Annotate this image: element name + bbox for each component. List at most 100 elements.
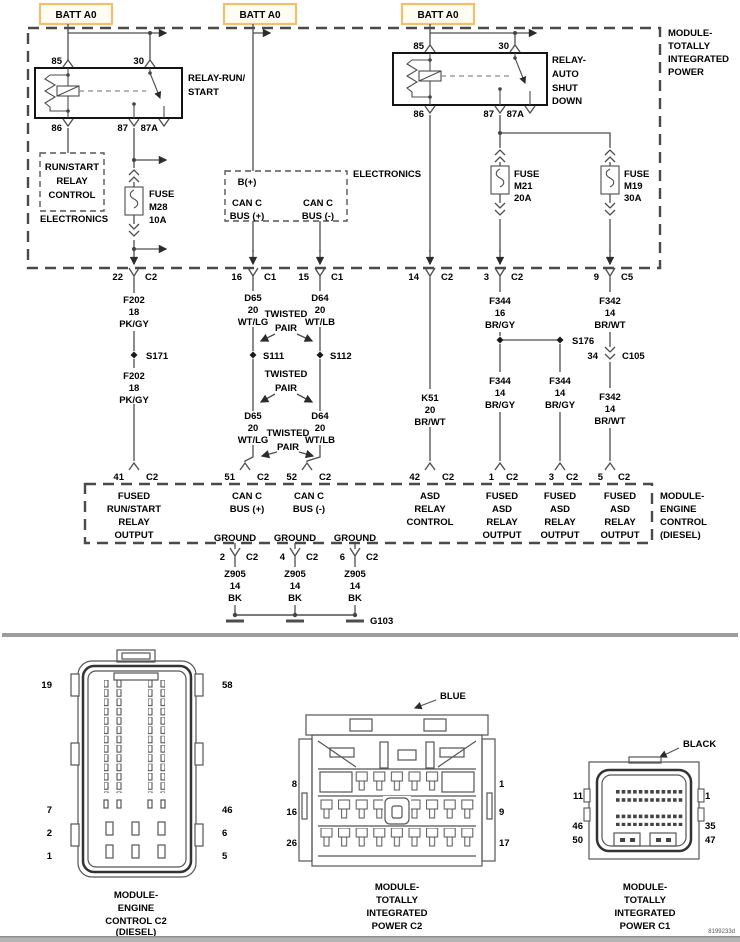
tipm-section	[26, 2, 662, 283]
fuse-m28-label: M28	[149, 202, 167, 213]
wire-label: BR/WT	[414, 417, 445, 428]
relay-pin-label: 87A	[507, 109, 525, 120]
connector-color-label: BLUE	[440, 691, 466, 702]
conn-pin-number: 11	[573, 791, 584, 802]
conn-pin-number: 47	[705, 835, 716, 846]
ground-pin: 2	[220, 552, 225, 563]
conn-pin-number: 2	[47, 828, 52, 839]
wire-label: 20	[248, 423, 259, 434]
wire-label: BR/GY	[485, 320, 516, 331]
ecm-module-boundary	[83, 482, 654, 545]
twisted-pair-label: PAIR	[275, 323, 297, 334]
ecm-fn: OUTPUT	[600, 530, 639, 541]
wire-label: WT/LG	[238, 317, 269, 328]
conn-pin-number: 16	[286, 807, 297, 818]
ecm-fn: FUSED	[118, 491, 150, 502]
relay-pin-label: 87A	[141, 123, 159, 134]
wire-label: Z905	[284, 569, 306, 580]
ecm-fn: RELAY	[604, 517, 636, 528]
batt-label-1: BATT A0	[55, 10, 97, 21]
connector-tipm-c1: BLACK 11 46 50 1 35 47 MODULE- TOTALLY I…	[572, 739, 716, 932]
wire-label: 20	[315, 423, 326, 434]
wire-label: 14	[605, 308, 616, 319]
inline-connector-name: C105	[622, 351, 645, 362]
relay-pin-label: 30	[133, 56, 144, 67]
connector-ecm-c2: 19 7 2 1 58 46 6 5 MODULE- ENGINE CONTRO…	[41, 649, 233, 938]
wire-label: F344	[489, 296, 511, 307]
tipm-pin: 3	[484, 272, 489, 283]
pin-grid	[616, 789, 684, 802]
can-c-plus-label: BUS (+)	[230, 211, 265, 222]
conn-pin-number: 50	[572, 835, 583, 846]
connector-color-label: BLACK	[683, 739, 716, 750]
ecm-pin: 42	[409, 472, 420, 483]
ecm-fn: CAN C	[294, 491, 324, 502]
ecm-pin: 52	[286, 472, 297, 483]
labels: BATT A0 BATT A0 BATT A0 MODULE- TOTALLY …	[40, 10, 729, 627]
can-c-minus-label: BUS (-)	[302, 211, 334, 222]
ecm-fn: OUTPUT	[540, 530, 579, 541]
ecm-module-label: ENGINE	[660, 504, 696, 515]
ground-pin: 4	[280, 552, 286, 563]
wire-label: F342	[599, 392, 621, 403]
twisted-pair-label: TWISTED	[267, 428, 310, 439]
pin-slot-grid	[104, 680, 165, 793]
ecm-fn: ASD	[492, 504, 512, 515]
twisted-pair-label: PAIR	[275, 383, 297, 394]
tipm-pin: 9	[594, 272, 599, 283]
twisted-pair-label: TWISTED	[265, 369, 308, 380]
conn-pin-number: 9	[499, 807, 504, 818]
tipm-pin: 14	[408, 272, 419, 283]
wire-label: WT/LG	[238, 435, 269, 446]
conn-pin-number: 46	[222, 805, 233, 816]
wire-label: 18	[129, 383, 140, 394]
conn-caption: MODULE-	[623, 882, 667, 893]
batt-feed-box-3	[400, 2, 476, 26]
ecm-fn: RELAY	[544, 517, 576, 528]
wire-label: F342	[599, 296, 621, 307]
tipm-module-label: MODULE-	[668, 28, 712, 39]
ground-pin: C2	[366, 552, 378, 563]
conn-pin-number: 7	[47, 805, 52, 816]
relay-run-start-label: START	[188, 87, 219, 98]
tipm-pin: C2	[145, 272, 157, 283]
relay-pin-label: 86	[413, 109, 424, 120]
tipm-module-label: POWER	[668, 67, 704, 78]
fuse-m28-label: 10A	[149, 215, 167, 226]
ground-pin: C2	[306, 552, 318, 563]
conn-caption: ENGINE	[118, 903, 154, 914]
conn-caption: (DIESEL)	[116, 927, 157, 938]
relay-asd-box	[392, 52, 548, 106]
conn-pin-number: 6	[222, 828, 227, 839]
ecm-fn: RELAY	[486, 517, 518, 528]
wire-label: BK	[288, 593, 302, 604]
ecm-module-label: (DIESEL)	[660, 530, 701, 541]
ecm-pin: C2	[319, 472, 331, 483]
conn-pin-number: 46	[572, 821, 583, 832]
wire-label: F344	[489, 376, 511, 387]
fuse-m21-label: M21	[514, 181, 533, 192]
fuse-m21-symbol	[490, 165, 510, 195]
wire-label: 14	[350, 581, 361, 592]
ground-label: GROUND	[334, 533, 376, 544]
ecm-fn: BUS (-)	[293, 504, 325, 515]
ecm-fn: FUSED	[544, 491, 576, 502]
tipm-pin: 16	[231, 272, 242, 283]
run-start-control-label: RELAY	[56, 176, 88, 187]
ecm-fn: CONTROL	[407, 517, 454, 528]
ecm-pin: C2	[257, 472, 269, 483]
ecm-fn: FUSED	[486, 491, 518, 502]
ecm-fn: ASD	[420, 491, 440, 502]
conn-caption: INTEGRATED	[366, 908, 427, 919]
connector-tipm-c2: BLUE 8 16 26 1 9 17 MODULE- TOTALLY INTE…	[286, 691, 509, 932]
wire-label: 16	[495, 308, 506, 319]
relay-asd-label: DOWN	[552, 96, 582, 107]
twisted-pair-label: TWISTED	[265, 309, 308, 320]
relay-pin-label: 86	[51, 123, 62, 134]
fuse-m21-label: 20A	[514, 193, 532, 204]
fuse-symbols	[124, 165, 620, 216]
wire-label: D65	[244, 411, 262, 422]
fuse-m21-label: FUSE	[514, 169, 539, 180]
